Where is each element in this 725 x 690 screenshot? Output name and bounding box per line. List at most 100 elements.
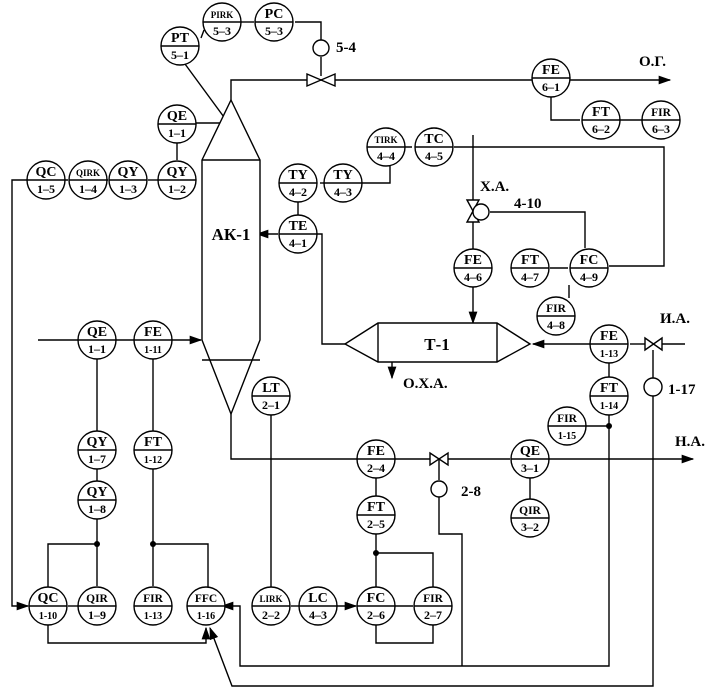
heat-exchanger-t1: Т-1 xyxy=(343,322,532,363)
instrument-number: 4–3 xyxy=(309,608,327,622)
instrument-function: FT xyxy=(592,105,611,120)
stream-feed: И.А. xyxy=(660,311,690,327)
instrument-fc2-6: FC 2–6 xyxy=(356,586,396,626)
instrument-number: 4–5 xyxy=(425,149,443,163)
instrument-function: TE xyxy=(289,219,308,234)
instrument-fe6-1: FE6–1 xyxy=(531,58,571,98)
instrument-ft2-5: FT 2–5 xyxy=(356,495,396,535)
instrument-ffc1-16: FFC 1-16 xyxy=(186,586,226,626)
instrument-number: 1-15 xyxy=(558,431,576,442)
instrument-function: QY xyxy=(87,485,108,500)
instrument-function: FIR xyxy=(651,107,672,119)
instrument-number: 1-13 xyxy=(144,611,162,622)
instrument-fc4-9: FC 4–9 xyxy=(569,248,609,288)
instrument-pirk5-3: PIRK 5–3 xyxy=(202,2,242,42)
instrument-qc1-10: QC 1-10 xyxy=(28,586,68,626)
instrument-number: 2–6 xyxy=(367,608,385,622)
stream-product: Н.А. xyxy=(675,434,705,450)
instrument-qirk1-4: QIRK 1–4 xyxy=(68,160,108,200)
instrument-function: FT xyxy=(367,500,386,515)
actuator-1-17-icon xyxy=(643,377,663,397)
instrument-function: TC xyxy=(424,132,443,147)
instrument-function: PC xyxy=(265,7,284,22)
instrument-number: 1–8 xyxy=(88,502,106,516)
instrument-tc4-5: TC 4–5 xyxy=(414,127,454,167)
instrument-function: FE xyxy=(367,444,385,459)
instrument-function: QIR xyxy=(519,505,541,517)
instrument-number: 1–7 xyxy=(88,452,106,466)
instrument-number: 1–4 xyxy=(79,182,97,196)
instrument-function: QIR xyxy=(86,593,108,605)
stream-cooling-agent-in: Х.А. xyxy=(480,179,509,195)
control-valve-icon xyxy=(429,451,449,467)
instrument-number: 1-12 xyxy=(144,455,162,466)
instrument-function: QC xyxy=(38,591,59,606)
instrument-ft1-14: FT1-14 xyxy=(589,376,629,416)
instrument-function: QY xyxy=(167,165,188,180)
instrument-number: 1-10 xyxy=(39,611,57,622)
instrument-function: FIR xyxy=(546,303,567,315)
instrument-qc1-5: QC1–5 xyxy=(26,160,66,200)
instrument-ft4-7: FT4–7 xyxy=(510,248,550,288)
instrument-number: 6–2 xyxy=(592,122,610,136)
instrument-number: 4–8 xyxy=(547,318,565,332)
instrument-number: 5–1 xyxy=(171,48,189,62)
instrument-function: FT xyxy=(600,381,619,396)
instrument-qy1-2: QY1–2 xyxy=(157,160,197,200)
instrument-number: 5–3 xyxy=(265,24,283,38)
process-lines xyxy=(11,21,695,687)
instrument-function: FE xyxy=(144,325,162,340)
instrument-number: 1–1 xyxy=(168,126,186,140)
instrument-function: FE xyxy=(464,253,482,268)
instrument-number: 1-16 xyxy=(197,611,215,622)
instrument-number: 4–9 xyxy=(580,270,598,284)
instrument-qy1-3: QY1–3 xyxy=(108,160,148,200)
instrument-number: 5–3 xyxy=(213,24,231,38)
instrument-pc5-3: PC 5–3 xyxy=(254,2,294,42)
instrument-qe1-1a: QE1–1 xyxy=(157,104,197,144)
stream-cooling-agent-out: О.Х.А. xyxy=(403,376,448,392)
instrument-bubbles: PT5–1PIRK5–3PC5–3QE1–1QC1–5QIRK1–4QY1–3Q… xyxy=(26,2,681,626)
instrument-qir3-2: QIR 3–2 xyxy=(510,498,550,538)
instrument-number: 4–4 xyxy=(377,149,395,163)
instrument-qy1-8: QY 1–8 xyxy=(77,480,117,520)
instrument-number: 2–1 xyxy=(262,398,280,412)
instrument-te4-1: TE4–1 xyxy=(278,214,318,254)
instrument-ty4-2: TY4–2 xyxy=(278,163,318,203)
column-label: АК-1 xyxy=(212,225,251,244)
instrument-function: FIR xyxy=(423,593,444,605)
instrument-function: FC xyxy=(580,253,599,268)
instrument-function: FC xyxy=(367,591,386,606)
instrument-qe1-1b: QE1–1 xyxy=(77,320,117,360)
actuator-label-4-10: 4-10 xyxy=(514,196,542,212)
instrument-number: 4–2 xyxy=(289,185,307,199)
instrument-function: FT xyxy=(144,435,163,450)
actuator-label-1-17: 1-17 xyxy=(668,382,696,398)
instrument-lc4-3: LC 4–3 xyxy=(298,586,338,626)
instrument-function: FFC xyxy=(195,593,217,605)
instrument-number: 1-13 xyxy=(600,349,618,360)
instrument-ft6-2: FT 6–2 xyxy=(581,100,621,140)
actuator-5-4-icon xyxy=(312,39,330,57)
instrument-number: 1–1 xyxy=(88,342,106,356)
instrument-function: PIRK xyxy=(211,10,234,20)
actuator-label-2-8: 2-8 xyxy=(461,484,481,500)
instrument-qy1-7: QY1–7 xyxy=(77,430,117,470)
instrument-function: FE xyxy=(542,63,560,78)
instrument-number: 3–2 xyxy=(521,520,539,534)
instrument-number: 1-11 xyxy=(144,345,162,356)
instrument-number: 4–7 xyxy=(521,270,539,284)
instrument-function: LIRK xyxy=(259,594,282,604)
instrument-function: LC xyxy=(308,591,327,606)
instrument-function: QIRK xyxy=(76,168,100,178)
instrument-number: 2–5 xyxy=(367,517,385,531)
instrument-number: 1–3 xyxy=(119,182,137,196)
instrument-fe1-11: FE 1-11 xyxy=(133,320,173,360)
valves xyxy=(306,39,663,498)
instrument-number: 4–3 xyxy=(334,185,352,199)
instrument-number: 3–1 xyxy=(521,461,539,475)
